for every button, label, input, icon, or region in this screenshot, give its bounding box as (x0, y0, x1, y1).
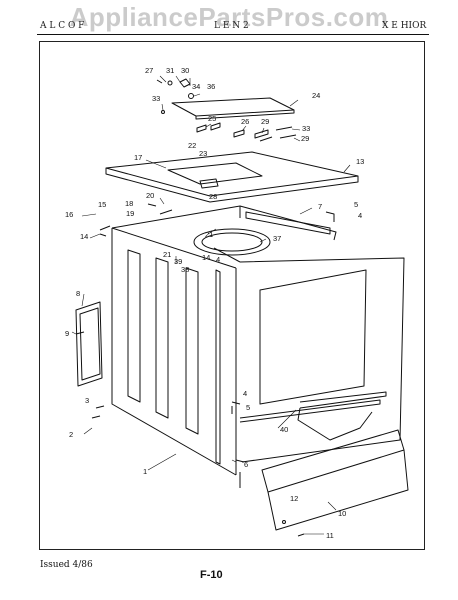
callout-label: 19 (126, 209, 134, 218)
cabinet-body-part (111, 205, 337, 476)
callout-label: 21 (163, 250, 171, 259)
callout-label: 3 (85, 396, 89, 405)
kick-panel-part (261, 429, 409, 531)
callout-label: 9 (65, 329, 69, 338)
callout-label: 31 (166, 66, 174, 75)
screw-hardware-parts (75, 203, 335, 537)
callout-label: 7 (318, 202, 322, 211)
callout-label: 4 (358, 211, 362, 220)
callout-label: 29 (261, 117, 269, 126)
callout-label: 26 (241, 117, 249, 126)
callout-label: 10 (338, 509, 346, 518)
header-center-text: L E N 2 (214, 21, 249, 31)
site-watermark: AppliancePartsPros.com (69, 2, 389, 32)
callout-label: 38 (181, 265, 189, 274)
issued-date-text: Issued 4/86 (40, 560, 93, 570)
callout-label: 34 (192, 82, 200, 91)
callout-label: 16 (65, 210, 73, 219)
callout-label: 28 (209, 192, 217, 201)
callout-label: 25 (208, 114, 216, 123)
callout-label: 33 (302, 124, 310, 133)
callout-label: 12 (290, 494, 298, 503)
callout-label: 1 (143, 467, 147, 476)
header-left-text: A L C O F (40, 21, 85, 31)
callout-label: 37 (273, 234, 281, 243)
callout-label: 11 (326, 531, 334, 540)
callout-label: 27 (145, 66, 153, 75)
header-rule (37, 34, 429, 35)
callout-label: 14 (80, 232, 88, 241)
callout-label: 29 (301, 134, 309, 143)
callout-label: 22 (188, 141, 196, 150)
diagram-frame (39, 41, 425, 550)
callout-label: 23 (199, 149, 207, 158)
header-right-text: X E HIOR (382, 21, 427, 31)
callout-label: 36 (207, 82, 215, 91)
callout-label: 4 (216, 255, 220, 264)
callout-label: 39 (174, 257, 182, 266)
callout-label: 17 (134, 153, 142, 162)
callout-label: 21 (205, 230, 213, 239)
top-panel-part (105, 151, 359, 203)
callout-label: 5 (354, 200, 358, 209)
callout-label: 2 (69, 430, 73, 439)
callout-label: 20 (146, 191, 154, 200)
side-panel-part (239, 257, 405, 463)
lid-hardware-parts (156, 78, 297, 142)
callout-leader-lines (71, 75, 351, 535)
callout-label: 18 (125, 199, 133, 208)
callout-label: 6 (244, 460, 248, 469)
callout-label: 15 (98, 200, 106, 209)
callout-label: 40 (280, 425, 288, 434)
callout-label: 5 (246, 403, 250, 412)
callout-label: 33 (152, 94, 160, 103)
cross-member-part (245, 211, 331, 235)
callout-label: 4 (243, 389, 247, 398)
callout-label: 24 (312, 91, 320, 100)
callout-label: 13 (356, 157, 364, 166)
callout-label: 30 (181, 66, 189, 75)
lid-cover-part (171, 97, 295, 120)
access-door-part (75, 301, 103, 387)
page-number-text: F-10 (200, 569, 223, 581)
callout-label: 14 (202, 253, 210, 262)
callout-label: 8 (76, 289, 80, 298)
